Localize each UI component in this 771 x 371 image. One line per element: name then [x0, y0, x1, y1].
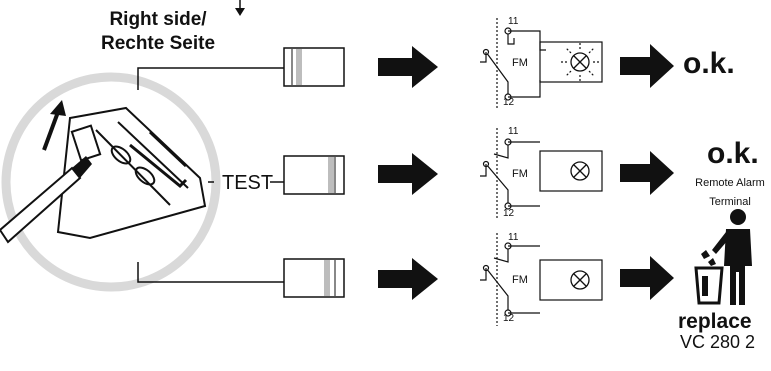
lamp-off-icon [570, 270, 590, 290]
device-magnifier [1, 72, 221, 292]
tool-icon [0, 156, 92, 244]
terminal-bottom-label: 12 [503, 208, 515, 219]
relay-schematic-3 [480, 233, 603, 326]
person-trash-icon [694, 209, 752, 305]
relay-schematic-2 [480, 128, 603, 220]
arrow-right-icon [378, 258, 438, 300]
relay-label: FM [512, 168, 528, 180]
arrow-up-icon [42, 100, 66, 151]
indicator-window-1 [283, 47, 345, 87]
indicator-window-3 [283, 258, 345, 298]
test-label: TEST [222, 172, 274, 194]
remote-alarm-line-2: Terminal [709, 196, 751, 208]
arrow-down-icon [235, 0, 245, 16]
arrow-right-icon [620, 151, 674, 195]
lamp-lit-icon [561, 43, 599, 81]
result-ok-label: o.k. [707, 137, 759, 170]
result-ok-label: o.k. [683, 47, 735, 80]
terminal-bottom-label: 12 [503, 97, 515, 108]
connector-lines [137, 67, 284, 283]
remote-alarm-line-1: Remote Alarm [695, 177, 765, 189]
indicator-window-2 [283, 155, 345, 195]
relay-schematic-1 [480, 18, 603, 110]
part-number-label: VC 280 2 [680, 332, 756, 352]
heading-line-1: Right side/ [109, 9, 207, 30]
terminal-bottom-label: 12 [503, 313, 515, 324]
terminal-top-label: 11 [508, 126, 519, 137]
arrow-right-icon [620, 44, 674, 88]
arrow-right-icon [620, 256, 674, 300]
terminal-top-label: 11 [508, 16, 519, 27]
heading-block: Right side/ Rechte Seite [88, 8, 228, 56]
heading-line-2: Rechte Seite [100, 33, 216, 54]
remote-alarm-caption: Remote Alarm Terminal [688, 174, 771, 212]
lamp-off-icon [570, 161, 590, 181]
terminal-top-label: 11 [508, 232, 519, 243]
arrow-right-icon [378, 153, 438, 195]
arrow-right-icon [378, 46, 438, 88]
relay-label: FM [512, 57, 528, 69]
replace-label: replace [678, 310, 752, 333]
relay-label: FM [512, 274, 528, 286]
